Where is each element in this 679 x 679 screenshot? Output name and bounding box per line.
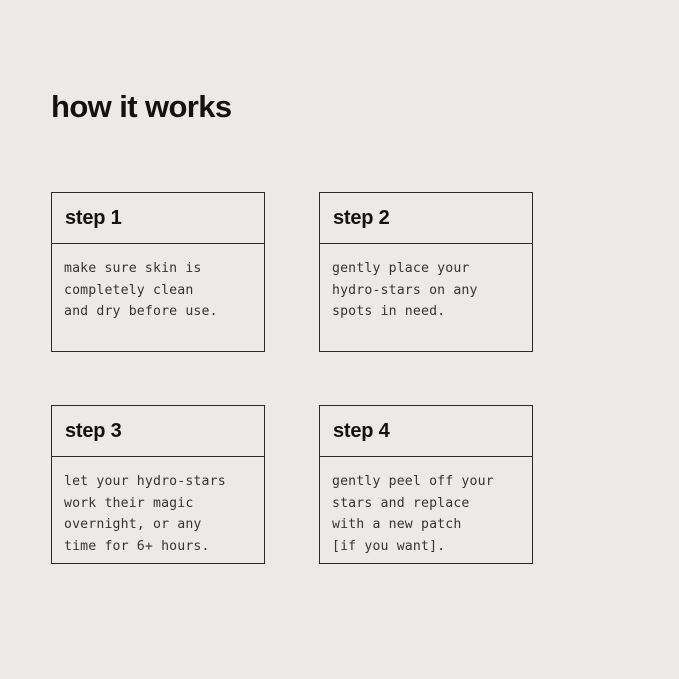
step-card-3-text: let your hydro-stars work their magic ov… [64, 474, 226, 554]
step-card-4-header: step 4 [320, 406, 532, 457]
step-card-1: step 1 make sure skin is completely clea… [51, 192, 265, 352]
step-card-4-body: gently peel off your stars and replace w… [320, 457, 532, 563]
step-card-4-title: step 4 [333, 420, 390, 442]
page-title: how it works [51, 88, 232, 124]
step-card-3: step 3 let your hydro-stars work their m… [51, 405, 265, 564]
step-card-3-body: let your hydro-stars work their magic ov… [52, 457, 264, 563]
steps-grid: step 1 make sure skin is completely clea… [51, 192, 533, 564]
step-card-3-header: step 3 [52, 406, 264, 457]
step-card-2-title: step 2 [333, 207, 390, 229]
step-card-4: step 4 gently peel off your stars and re… [319, 405, 533, 564]
step-card-1-header: step 1 [52, 193, 264, 244]
step-card-2-body: gently place your hydro-stars on any spo… [320, 244, 532, 351]
step-card-4-text: gently peel off your stars and replace w… [332, 474, 494, 554]
step-card-1-body: make sure skin is completely clean and d… [52, 244, 264, 351]
step-card-2: step 2 gently place your hydro-stars on … [319, 192, 533, 352]
step-card-1-text: make sure skin is completely clean and d… [64, 261, 218, 319]
step-card-2-header: step 2 [320, 193, 532, 244]
step-card-3-title: step 3 [65, 420, 122, 442]
step-card-2-text: gently place your hydro-stars on any spo… [332, 261, 478, 319]
step-card-1-title: step 1 [65, 207, 122, 229]
